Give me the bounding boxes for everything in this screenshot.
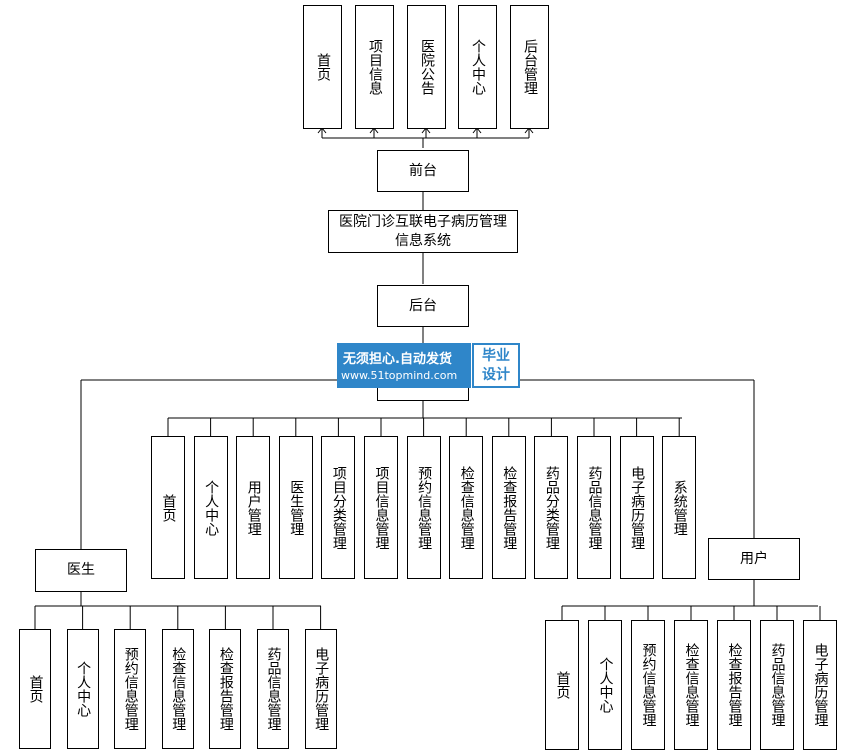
- front-node-home: 首页: [303, 5, 342, 129]
- admin-child-node-7: 检查信息管理: [449, 436, 484, 579]
- doctor-child-node-6: 电子病历管理: [304, 629, 337, 749]
- doctor-child-node-1: 个人中心: [66, 629, 99, 749]
- admin-child-node-11: 电子病历管理: [619, 436, 654, 579]
- admin-child-node-12: 系统管理: [662, 436, 697, 579]
- user-node: 用户: [708, 538, 800, 580]
- front-node-projects: 项目信息: [355, 5, 394, 129]
- user-child-node-5: 药品信息管理: [760, 620, 794, 750]
- user-child-node-2: 预约信息管理: [631, 620, 665, 750]
- root-node: 医院门诊互联电子病历管理信息系统: [328, 210, 518, 253]
- admin-child-node-2: 用户管理: [236, 436, 271, 579]
- watermark-line2: www.51topmind.com: [341, 369, 458, 382]
- frontend-node: 前台: [377, 150, 469, 192]
- watermark-badge: 毕业设计: [472, 343, 520, 388]
- watermark-line1: 无须担心.自动发货: [343, 352, 452, 367]
- front-node-profile: 个人中心: [458, 5, 497, 129]
- backend-node: 后台: [377, 285, 469, 327]
- admin-child-node-10: 药品信息管理: [577, 436, 611, 579]
- admin-child-node-8: 检查报告管理: [491, 436, 526, 579]
- admin-child-node-4: 项目分类管理: [321, 436, 356, 579]
- admin-child-node-5: 项目信息管理: [364, 436, 398, 579]
- doctor-child-node-5: 药品信息管理: [257, 629, 289, 749]
- doctor-child-node-4: 检查报告管理: [209, 629, 242, 749]
- doctor-node: 医生: [35, 549, 127, 592]
- user-child-node-3: 检查信息管理: [674, 620, 708, 750]
- connector-lines: [34, 127, 821, 629]
- admin-child-node-0: 首页: [151, 436, 185, 579]
- admin-child-node-1: 个人中心: [193, 436, 228, 579]
- doctor-child-node-3: 检查信息管理: [161, 629, 194, 749]
- admin-child-node-3: 医生管理: [278, 436, 313, 579]
- front-node-admin: 后台管理: [510, 5, 549, 129]
- doctor-child-node-0: 首页: [19, 629, 51, 749]
- user-child-node-1: 个人中心: [588, 620, 622, 750]
- admin-child-node-9: 药品分类管理: [534, 436, 569, 579]
- watermark-badge-text: 毕业设计: [482, 347, 510, 383]
- doctor-child-node-2: 预约信息管理: [114, 629, 147, 749]
- front-node-notices: 医院公告: [407, 5, 446, 129]
- user-child-node-4: 检查报告管理: [717, 620, 751, 750]
- admin-child-node-6: 预约信息管理: [406, 436, 441, 579]
- watermark-banner: 无须担心.自动发货 www.51topmind.com: [337, 343, 471, 388]
- user-child-node-0: 首页: [545, 620, 579, 750]
- user-child-node-6: 电子病历管理: [803, 620, 837, 750]
